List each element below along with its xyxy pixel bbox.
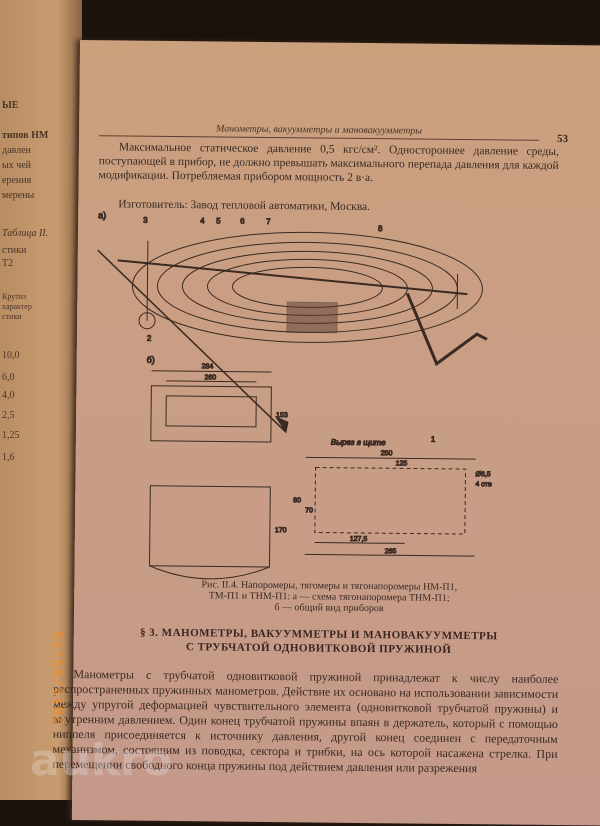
running-header: Манометры, вакуумметры и мановакуумметры [99, 122, 539, 141]
left-fragment: Крутиз [2, 292, 26, 301]
dim-127: 127,5 [350, 536, 368, 543]
callout-6: 6 [240, 217, 245, 226]
left-fragment: 2,5 [2, 410, 15, 421]
dim-265: 265 [385, 548, 397, 555]
callout-2: 2 [147, 334, 152, 343]
callout-3: 3 [143, 216, 148, 225]
left-fragment: 10,0 [2, 350, 20, 361]
dim-hole: Ø6,5 [475, 471, 490, 478]
section-heading: § 3. МАНОМЕТРЫ, ВАКУУММЕТРЫ И МАНОВАКУУМ… [94, 625, 544, 658]
watermark-logo: aukro [30, 735, 172, 786]
left-fragment: ых чей [2, 160, 31, 171]
left-fragment: типов НМ [2, 130, 48, 141]
book-page: Манометры, вакуумметры и мановакуумметры… [72, 40, 600, 826]
callout-1: 1 [431, 435, 436, 444]
left-fragment: ерения [2, 175, 31, 186]
left-fragment: ЫЕ [2, 100, 19, 111]
left-fragment: 1,25 [2, 430, 20, 441]
side-view [149, 486, 270, 567]
left-fragment: 4,0 [2, 390, 15, 401]
panel-cutout [315, 467, 466, 534]
left-fragment: стики [2, 245, 26, 256]
base-block [287, 302, 337, 333]
dim-125: 125 [396, 460, 408, 467]
left-fragment: 1,6 [2, 452, 15, 463]
left-fragment: 6,0 [2, 372, 15, 383]
dim-284: 284 [202, 363, 214, 370]
panel-a-label: а) [98, 210, 106, 220]
cutout-label: Вырез в щите [331, 438, 386, 448]
intro-paragraph: Максимальное статическое давление 0,5 кг… [99, 140, 559, 187]
dim-80: 80 [293, 497, 301, 504]
dim-holes: 4 отв [475, 481, 492, 488]
left-fragment: характер [2, 302, 32, 311]
left-fragment: Т2 [2, 258, 13, 269]
left-fragment: мерены [2, 190, 34, 201]
dim-70: 70 [305, 507, 313, 514]
callout-5: 5 [216, 216, 221, 225]
dim-153: 153 [276, 412, 288, 419]
panel-b-label: б) [147, 355, 155, 365]
dim-250: 250 [381, 450, 393, 457]
lever-bar [117, 260, 467, 294]
pointer-arrow [96, 250, 288, 432]
front-view [151, 386, 272, 442]
page-number: 53 [557, 133, 568, 145]
dim-170: 170 [275, 527, 287, 534]
callout-8: 8 [378, 224, 383, 233]
figure-caption: Рис. II.4. Напоромеры, тягомеры и тягона… [134, 579, 524, 616]
left-fragment: стики [2, 312, 22, 321]
photo-date-stamp: 2012/09/24 [52, 630, 68, 724]
callout-4: 4 [200, 216, 205, 225]
left-fragment: давлен [2, 145, 31, 156]
callout-7: 7 [266, 217, 271, 226]
left-fragment: Таблица II. [2, 228, 48, 239]
dim-260: 260 [204, 374, 216, 381]
figure-drawing: а) 3 4 5 6 7 8 2 1 б) [74, 210, 598, 585]
